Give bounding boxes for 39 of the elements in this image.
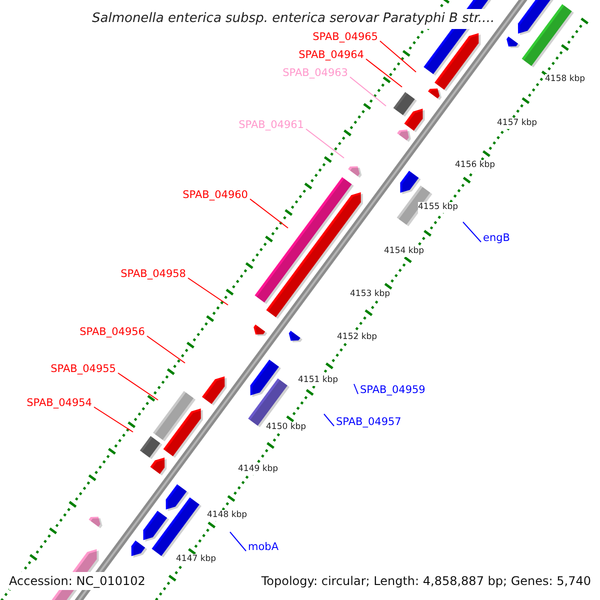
- position-tick-label: 4153 kbp: [350, 289, 390, 300]
- position-tick-label: 4156 kbp: [455, 160, 496, 171]
- leader-line: [250, 198, 288, 228]
- gene-label: SPAB_04963: [282, 65, 348, 81]
- position-tick-label: 4150 kbp: [266, 422, 306, 433]
- leader-line: [354, 384, 358, 394]
- leader-line: [350, 76, 386, 106]
- leader-line: [306, 128, 344, 158]
- leader-line: [118, 372, 158, 400]
- leader-line: [366, 58, 402, 88]
- position-tick-label: 4152 kbp: [337, 332, 378, 343]
- position-tick-label: 4154 kbp: [384, 246, 424, 257]
- leader-line: [324, 414, 334, 426]
- gene-label: SPAB_04959: [360, 382, 426, 398]
- gene-label: engB: [483, 230, 510, 246]
- position-tick-label: 4155 kbp: [418, 202, 458, 213]
- gene-label: SPAB_04964: [298, 47, 364, 63]
- gene-label: SPAB_04954: [26, 395, 92, 411]
- title: Salmonella enterica subsp. enterica serovar Paratyphi B str....: [92, 9, 495, 28]
- leader-line: [380, 40, 416, 72]
- position-tick-label: 4148 kbp: [207, 510, 248, 521]
- leader-line: [462, 222, 482, 242]
- position-tick-label: 4157 kbp: [497, 118, 538, 129]
- accession-note: Accession: NC_010102: [9, 572, 146, 590]
- gene-label: SPAB_04958: [120, 266, 186, 282]
- position-tick-label: 4158 kbp: [545, 74, 586, 85]
- gene-label: SPAB_04965: [312, 29, 378, 45]
- leader-line: [146, 336, 186, 364]
- gene-label: SPAB_04956: [80, 324, 145, 340]
- leader-line: [188, 278, 228, 306]
- gene-label: SPAB_04961: [238, 117, 304, 133]
- position-tick-label: 4149 kbp: [238, 464, 278, 475]
- leader-line: [94, 406, 134, 432]
- position-tick-label: 4147 kbp: [176, 554, 216, 565]
- gene-label: SPAB_04957: [336, 414, 402, 430]
- gene-label: SPAB_04955: [50, 361, 116, 377]
- gene-label: SPAB_04960: [182, 187, 248, 203]
- position-tick-label: 4151 kbp: [298, 375, 338, 386]
- leader-line: [230, 532, 246, 552]
